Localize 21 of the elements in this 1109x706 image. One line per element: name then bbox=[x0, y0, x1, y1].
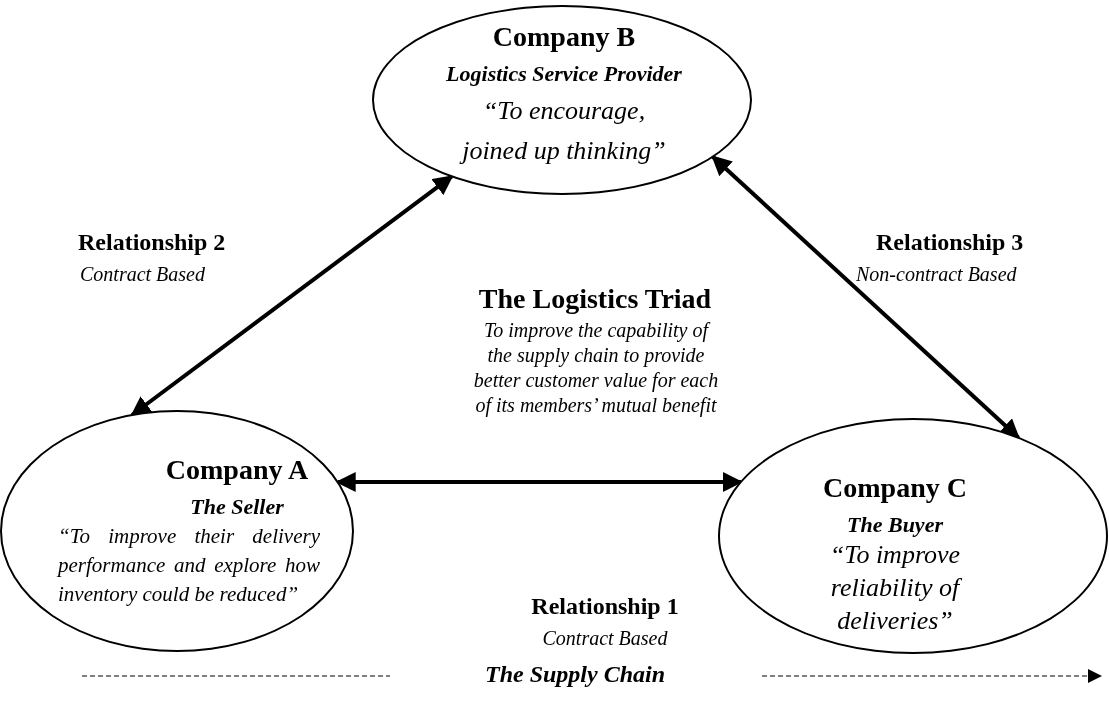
node-title: Company C bbox=[822, 472, 968, 505]
node-role: The Buyer bbox=[846, 512, 944, 538]
relationship-type: Non-contract Based bbox=[856, 262, 1017, 286]
double-arrow bbox=[335, 472, 743, 492]
supply-chain-label: The Supply Chain bbox=[483, 660, 666, 689]
node-role: The Seller bbox=[189, 494, 285, 520]
relationship-type: Contract Based bbox=[541, 626, 669, 650]
double-arrow bbox=[711, 155, 1020, 440]
relationship-label: Relationship 1 bbox=[530, 592, 680, 621]
node-title: Company A bbox=[164, 454, 310, 487]
node-title: Company B bbox=[491, 21, 637, 54]
node-role: Logistics Service Provider bbox=[445, 61, 683, 87]
relationship-label: Relationship 3 bbox=[876, 228, 1024, 257]
double-arrow bbox=[130, 174, 454, 417]
node-goal: “To encourage, joined up thinking” bbox=[454, 91, 674, 171]
node-goal: “To improve their delivery performance and explore how inventory could be reduced” bbox=[58, 523, 320, 608]
relationship-type: Contract Based bbox=[80, 262, 205, 286]
relationship-label: Relationship 2 bbox=[78, 228, 226, 257]
triad-description: To improve the capability of the supply chain to provide better customer value for each of its members’ mutual benefit bbox=[472, 318, 720, 418]
node-goal: “To improve reliability of deliveries” bbox=[828, 539, 963, 637]
triad-title: The Logistics Triad bbox=[477, 282, 713, 316]
